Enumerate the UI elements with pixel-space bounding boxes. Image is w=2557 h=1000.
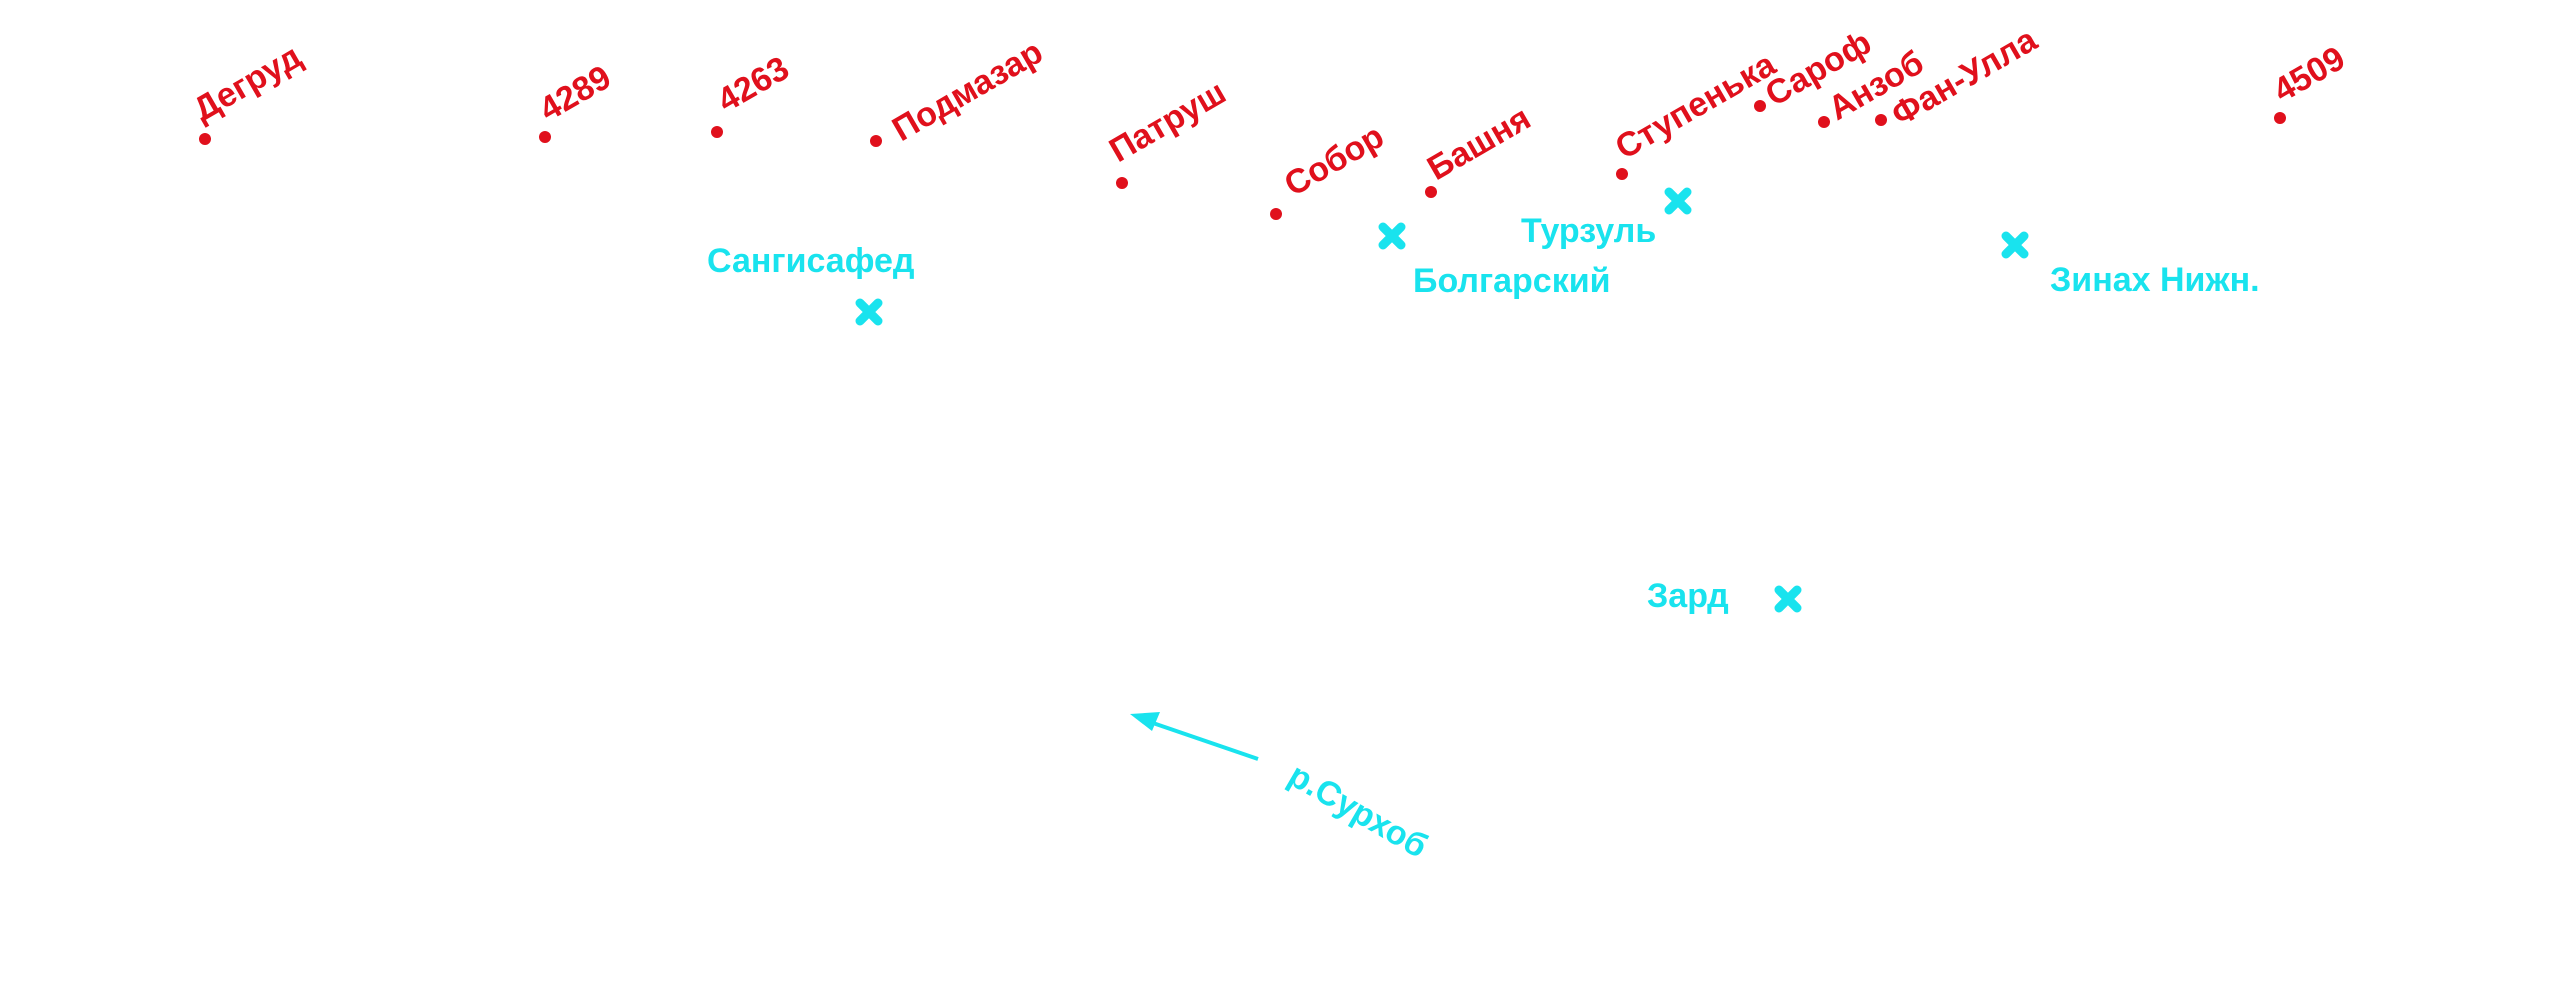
peak-marker-icon	[1425, 186, 1437, 198]
place-bolgarsky[interactable]: Болгарский	[1378, 222, 1611, 300]
peak-patrush[interactable]: Патруш	[1103, 73, 1232, 189]
cross-marker-icon	[2001, 231, 2029, 259]
peak-bashnya[interactable]: Башня	[1421, 99, 1537, 198]
peak-label: Подмазар	[886, 33, 1049, 149]
peak-4509[interactable]: 4509	[2267, 39, 2352, 124]
peak-marker-icon	[1270, 208, 1282, 220]
cross-marker-icon	[1664, 187, 1692, 215]
peak-podmazar[interactable]: Подмазар	[870, 33, 1049, 149]
cross-marker-icon	[1378, 222, 1406, 250]
peak-4289[interactable]: 4289	[533, 58, 618, 143]
peak-marker-icon	[870, 135, 882, 147]
peak-label: Башня	[1421, 99, 1537, 188]
place-label: Болгарский	[1413, 262, 1611, 300]
peak-stupenka[interactable]: Ступенька	[1609, 45, 1783, 180]
place-turzul[interactable]: Турзуль	[1521, 187, 1692, 250]
place-label: Турзуль	[1521, 212, 1656, 250]
peak-degrud[interactable]: Дегруд	[187, 37, 308, 145]
peak-label: 4263	[711, 49, 796, 120]
cross-marker-icon	[855, 298, 883, 326]
peak-marker-icon	[539, 131, 551, 143]
peak-marker-icon	[1818, 116, 1830, 128]
peak-sobor[interactable]: Собор	[1270, 117, 1390, 220]
peak-marker-icon	[199, 133, 211, 145]
peak-marker-icon	[711, 126, 723, 138]
peak-label: 4509	[2267, 39, 2352, 110]
peak-marker-icon	[1616, 168, 1628, 180]
place-zinakh[interactable]: Зинах Нижн.	[2001, 231, 2260, 299]
peak-label: Дегруд	[187, 37, 308, 129]
place-sangisafed[interactable]: Сангисафед	[707, 242, 915, 326]
peak-4263[interactable]: 4263	[711, 49, 796, 138]
place-label: Зинах Нижн.	[2050, 261, 2260, 299]
cross-marker-icon	[1774, 585, 1802, 613]
peak-marker-icon	[1875, 114, 1887, 126]
peak-label: Собор	[1278, 117, 1390, 204]
place-zard[interactable]: Зард	[1647, 577, 1802, 615]
river-label: р.Сурхоб	[1282, 756, 1434, 866]
river-surkhob[interactable]: р.Сурхоб	[1130, 712, 1434, 866]
arrow-icon	[1130, 712, 1259, 761]
peak-marker-icon	[1116, 177, 1128, 189]
peak-marker-icon	[1754, 100, 1766, 112]
place-label: Сангисафед	[707, 242, 915, 280]
peak-label: Патруш	[1103, 73, 1232, 170]
peak-label: 4289	[533, 58, 618, 129]
place-label: Зард	[1647, 577, 1729, 615]
peak-marker-icon	[2274, 112, 2286, 124]
